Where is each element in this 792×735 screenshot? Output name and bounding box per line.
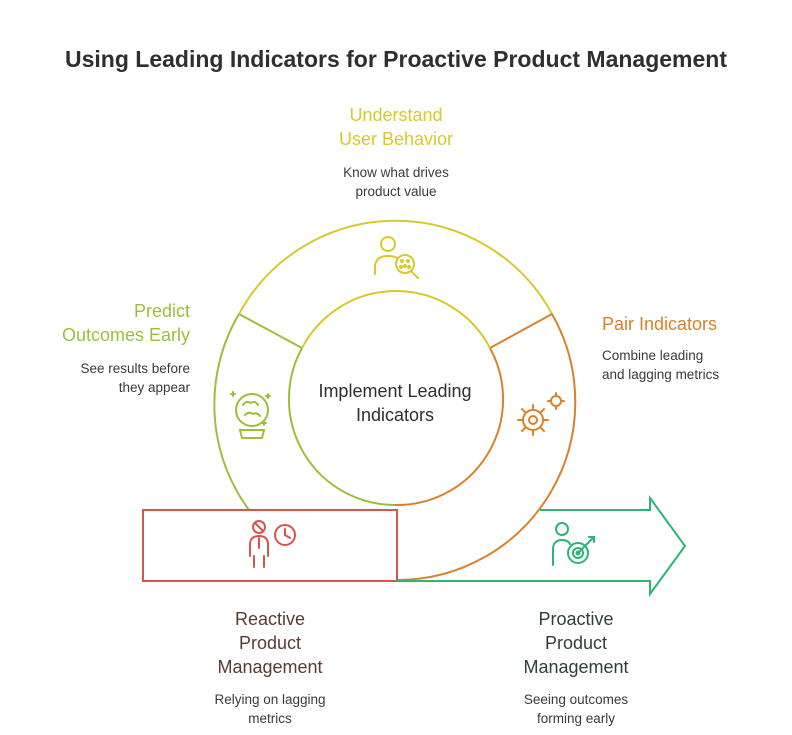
understand-heading: Understand User Behavior <box>338 105 454 149</box>
ring-segment-understand <box>238 219 553 315</box>
reactive-desc: Relying on lagging metrics <box>214 692 326 726</box>
gears-icon <box>517 392 565 436</box>
pair-heading: Pair Indicators <box>602 314 718 334</box>
reactive-heading: Reactive Product Management <box>217 609 323 677</box>
pair-desc: Combine leading and lagging metrics <box>602 348 720 382</box>
divider-understand-pair <box>489 313 553 349</box>
understand-desc: Know what drives product value <box>343 165 449 199</box>
predict-heading: Predict Outcomes Early <box>61 301 190 345</box>
ring-segment-pair <box>395 313 577 582</box>
inner-circle-pair <box>394 347 505 507</box>
diagram-title: Using Leading Indicators for Proactive P… <box>64 46 727 72</box>
inner-circle-understand <box>301 290 491 349</box>
divider-predict-understand <box>238 313 303 349</box>
ring-segment-predict <box>213 313 250 511</box>
center-label: Implement Leading Indicators <box>318 381 472 425</box>
person-target-icon <box>552 522 595 566</box>
predict-desc: See results before they appear <box>80 361 190 395</box>
proactive-heading: Proactive Product Management <box>523 609 629 677</box>
reactive-box <box>142 509 398 582</box>
inner-circle-predict <box>287 347 396 506</box>
crystal-ball-icon <box>230 391 271 439</box>
person-clock-icon <box>249 520 296 568</box>
proactive-desc: Seeing outcomes forming early <box>523 692 629 726</box>
proactive-arrow <box>396 494 687 598</box>
user-magnifier-icon <box>374 236 419 279</box>
